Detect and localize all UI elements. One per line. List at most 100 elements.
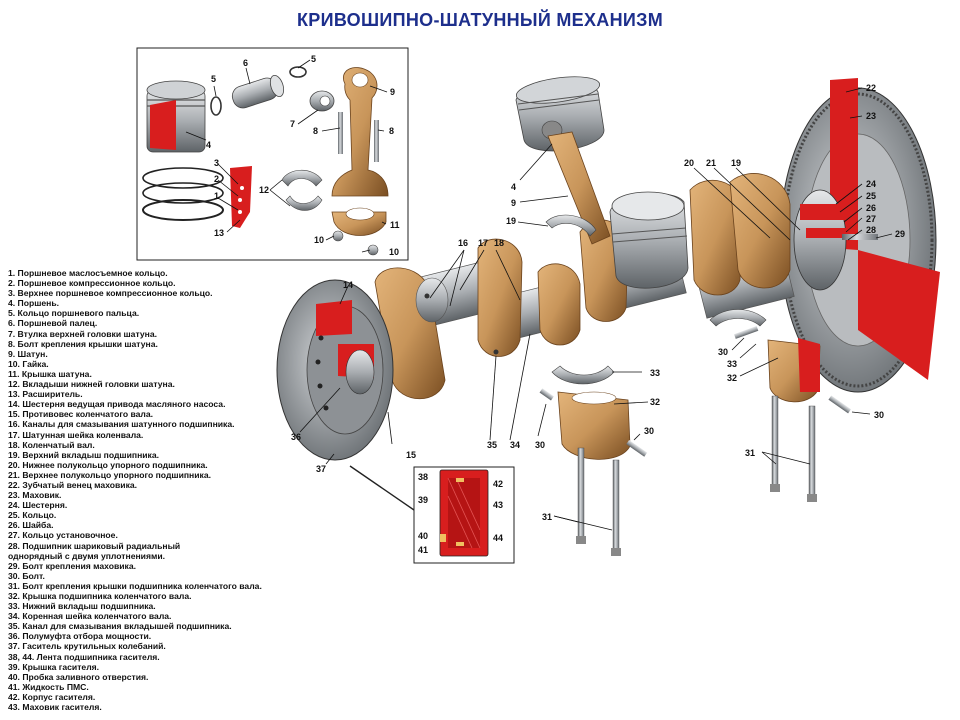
callout-20: 20 (684, 158, 694, 168)
legend-item: 41. Жидкость ПМС. (8, 681, 89, 692)
legend-item: 11. Крышка шатуна. (8, 368, 92, 379)
legend-item: 28. Подшипник шариковый радиальный однор… (8, 540, 181, 561)
legend-item: 26. Шайба. (8, 520, 54, 531)
callout-9b: 9 (511, 198, 516, 208)
callout-8a: 8 (313, 126, 318, 136)
legend-item: 17. Шатунная шейка коленвала. (8, 429, 144, 440)
callout-26: 26 (866, 203, 876, 213)
legend-item: 23. Маховик. (8, 490, 62, 501)
callout-33b: 33 (727, 359, 737, 369)
main-connecting-rod (547, 131, 611, 245)
legend-item: 38, 44. Лента подшипника гасителя. (8, 651, 160, 662)
callout-15: 15 (406, 450, 416, 460)
legend-item: 37. Гаситель крутильных колебаний. (8, 641, 166, 652)
legend-item: 4. Поршень. (8, 298, 60, 309)
legend-item: 35. Канал для смазывания вкладышей подши… (8, 621, 232, 632)
main-piston-lower (609, 191, 689, 289)
callout-41: 41 (418, 545, 428, 555)
inset-piston-pin (231, 74, 285, 109)
legend-item: 14. Шестерня ведущая привода масляного н… (8, 399, 226, 410)
callout-31a: 31 (542, 512, 552, 522)
lower-bearing-shell-left (551, 365, 615, 385)
callout-30a: 30 (535, 440, 545, 450)
callout-7: 7 (290, 119, 295, 129)
callout-32a: 32 (650, 397, 660, 407)
callout-31b: 31 (745, 448, 755, 458)
callout-42: 42 (493, 479, 503, 489)
page-title: КРИВОШИПНО-ШАТУННЫЙ МЕХАНИЗМ (297, 10, 663, 30)
inset-big-end-shells (281, 169, 323, 211)
callout-4a: 4 (206, 140, 211, 150)
main-bearing-bolts (576, 395, 817, 556)
callout-39: 39 (418, 495, 428, 505)
callout-5a: 5 (211, 74, 216, 84)
main-bearing-cap-1 (557, 391, 631, 460)
callout-37: 37 (316, 464, 326, 474)
legend-item: 30. Болт. (8, 570, 45, 581)
upper-bearing-shell (545, 214, 597, 237)
main-piston-upper (515, 76, 605, 152)
legend-item: 25. Кольцо. (8, 510, 57, 521)
torsional-damper (276, 279, 394, 461)
legend-item: 16. Каналы для смазывания шатунного подш… (8, 419, 235, 430)
legend-item: 19. Верхний вкладыш подшипника. (8, 449, 160, 460)
callout-30d: 30 (874, 410, 884, 420)
legend-item: 36. Полумуфта отбора мощности. (8, 631, 152, 642)
callout-19a: 19 (506, 216, 516, 226)
legend-item: 6. Поршневой палец. (8, 318, 98, 329)
callout-5b: 5 (311, 54, 316, 64)
callout-numbers: 1 2 3 4 4 5 5 6 7 8 8 9 9 10 10 11 12 13… (206, 54, 905, 555)
callout-9a: 9 (390, 87, 395, 97)
callout-21: 21 (706, 158, 716, 168)
callout-35: 35 (487, 440, 497, 450)
legend-item: 15. Противовес коленчатого вала. (8, 409, 154, 420)
legend-item: 32. Крышка подшипника коленчатого вала. (8, 591, 192, 601)
callout-36: 36 (291, 432, 301, 442)
legend-item: 34. Коренная шейка коленчатого вала. (8, 611, 172, 622)
callout-43: 43 (493, 500, 503, 510)
legend-item: 29. Болт крепления маховика. (8, 560, 136, 571)
legend-item: 39. Крышка гасителя. (8, 661, 100, 672)
flywheel-hub (793, 189, 878, 291)
legend-item: 31. Болт крепления крышки подшипника кол… (8, 580, 262, 591)
inset-bushing (309, 90, 335, 112)
lower-bearing-shell-right (709, 309, 767, 327)
callout-23: 23 (866, 111, 876, 121)
callout-10a: 10 (314, 235, 324, 245)
legend-item: 12. Вкладыши нижней головки шатуна. (8, 379, 175, 390)
callout-18: 18 (494, 238, 504, 248)
callout-12: 12 (259, 185, 269, 195)
callout-30c: 30 (718, 347, 728, 357)
inset-connecting-rod (331, 67, 389, 197)
legend-item: 1. Поршневое маслосъемное кольцо. (8, 268, 168, 278)
legend-item: 21. Верхнее полукольцо упорного подшипни… (8, 469, 211, 480)
callout-4b: 4 (511, 182, 516, 192)
legend-item: 27. Кольцо установочное. (8, 530, 118, 541)
callout-10b: 10 (389, 247, 399, 257)
inset-piston-pin-ring-2 (289, 66, 307, 78)
callout-25: 25 (866, 191, 876, 201)
legend-item: 24. Шестерня. (8, 500, 68, 511)
callout-1: 1 (214, 191, 219, 201)
callout-27: 27 (866, 214, 876, 224)
callout-13: 13 (214, 228, 224, 238)
inset-piston (146, 80, 206, 153)
callout-33a: 33 (650, 368, 660, 378)
legend-item: 13. Расширитель. (8, 389, 83, 400)
callout-17: 17 (478, 238, 488, 248)
legend-item: 20. Нижнее полукольцо упорного подшипник… (8, 459, 208, 470)
inset-nuts (332, 230, 379, 256)
parts-legend: 1. Поршневое маслосъемное кольцо.2. Порш… (8, 268, 338, 712)
legend-item: 10. Гайка. (8, 358, 49, 369)
inset-piston-rings (142, 167, 224, 221)
leader-lines (185, 59, 893, 531)
inset-rod-cap (331, 207, 387, 236)
callout-2: 2 (214, 174, 219, 184)
inset-piston-pin-ring-1 (210, 96, 222, 116)
callout-16: 16 (458, 238, 468, 248)
main-bearing-cap-2 (767, 338, 821, 403)
callout-11: 11 (390, 220, 400, 230)
legend-item: 43. Маховик гасителя. (8, 702, 102, 713)
short-bolts (539, 326, 851, 457)
callout-19b: 19 (731, 158, 741, 168)
